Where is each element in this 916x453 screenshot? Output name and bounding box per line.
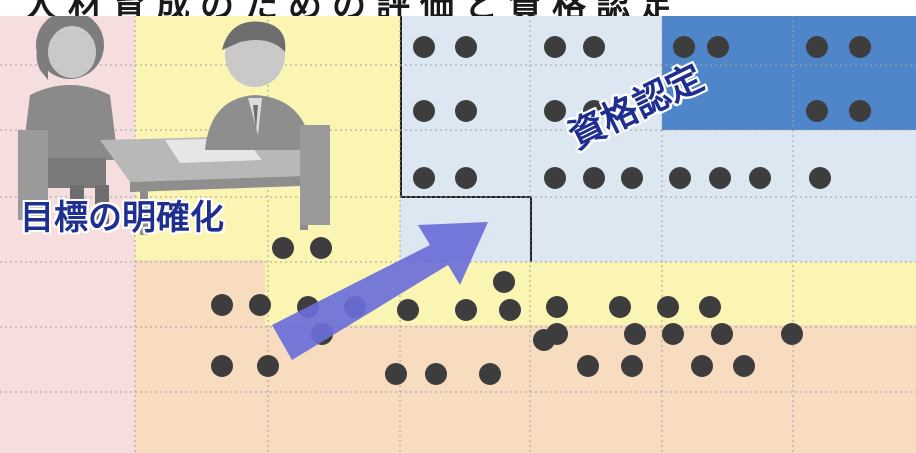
title-banner: 人材育成のための評価と資格認定 — [0, 0, 916, 16]
cert-boundary-vertical-2 — [530, 196, 532, 262]
cert-boundary-vertical-1 — [400, 0, 402, 197]
dark-blue-level-zone — [662, 0, 916, 130]
title-banner-text: 人材育成のための評価と資格認定 — [24, 0, 684, 16]
goal-clarification-label: 目標の明確化 — [20, 198, 224, 238]
meeting-illustration-icon — [18, 11, 330, 235]
